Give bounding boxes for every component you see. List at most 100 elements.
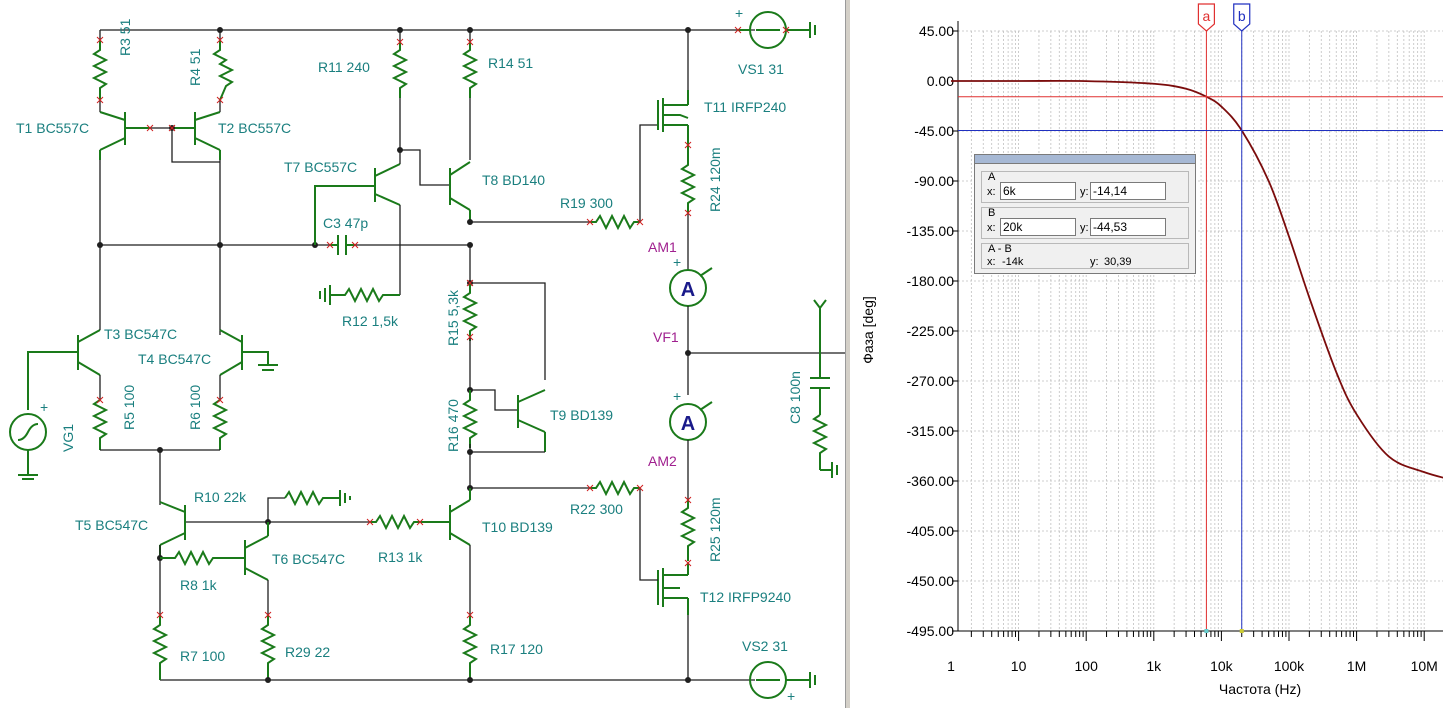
label-t4: T4 BC547C (138, 351, 211, 367)
ground-r12 (319, 285, 331, 305)
vf1-probe (813, 299, 827, 353)
resistor-r11[interactable] (391, 42, 409, 98)
capacitor-c8[interactable] (810, 353, 830, 415)
y-tick-label: -405.00 (907, 523, 955, 539)
transistor-t1[interactable] (99, 111, 150, 160)
readout-group-ab-title: A - B (988, 243, 1012, 255)
plus-vg1: + (40, 399, 48, 415)
resistor-r24[interactable] (679, 145, 697, 213)
y-tick-label: -450.00 (907, 573, 955, 589)
cursor-b-label: b (1238, 8, 1246, 24)
label-r19: R19 300 (560, 195, 613, 211)
transistor-t8[interactable] (449, 161, 471, 222)
plus-am2: + (673, 388, 681, 404)
cursor-a-handle (1197, 3, 1215, 32)
circuit-schematic[interactable]: A A (0, 0, 845, 708)
phase-plot[interactable]: 45.000.00-45.00-90.00-135.00-180.00-225.… (851, 0, 1443, 708)
label-am2: AM2 (648, 453, 677, 469)
x-tick-label: 100k (1274, 658, 1305, 674)
transistor-t2[interactable] (172, 111, 221, 160)
readout-group-a: A x: 6k y: -14,14 (981, 171, 1189, 203)
readout-group-b-title: B (988, 207, 996, 219)
readout-group-a-title: A (988, 171, 996, 183)
capacitor-c3[interactable] (330, 235, 355, 255)
resistor-r10[interactable] (284, 489, 340, 507)
label-t6: T6 BC547C (272, 551, 345, 567)
resistor-r5[interactable] (91, 399, 109, 450)
ammeter-am1[interactable]: A (669, 267, 713, 307)
mosfet-t12[interactable] (657, 563, 689, 615)
cursor-readout-panel[interactable]: A x: 6k y: -14,14 B x: 20k y: -44,53 A -… (974, 154, 1196, 274)
plus-am1: + (673, 254, 681, 270)
label-r25: R25 120m (707, 497, 723, 562)
cursor-b-axis-marker (1239, 629, 1244, 633)
ammeter-am2[interactable]: A (669, 401, 713, 441)
resistor-r29[interactable] (259, 615, 277, 680)
label-r13: R13 1k (378, 549, 423, 565)
label-r8: R8 1k (180, 577, 218, 593)
delta-x-value: -14k (1002, 256, 1024, 268)
voltage-source-vs1[interactable] (738, 11, 816, 49)
resistor-r13[interactable] (370, 513, 450, 531)
label-t8: T8 BD140 (482, 172, 545, 188)
resistor-r7[interactable] (151, 615, 169, 680)
resistor-r16[interactable] (461, 390, 479, 448)
signal-generator-vg1[interactable] (9, 413, 47, 480)
cursor-a-x-field[interactable]: 6k (1000, 182, 1076, 200)
resistor-r6[interactable] (211, 399, 229, 450)
label-r15: R15 5,3k (445, 289, 461, 346)
splitter[interactable] (845, 0, 851, 708)
label-r4: R4 51 (187, 48, 203, 86)
resistor-r8[interactable] (160, 549, 245, 567)
transistor-t9[interactable] (517, 389, 546, 452)
label-t5: T5 BC547C (75, 517, 148, 533)
label-am1: AM1 (648, 239, 677, 255)
resistor-r14[interactable] (461, 42, 479, 98)
transistor-t10[interactable] (449, 488, 471, 546)
transistor-t5[interactable] (159, 501, 186, 558)
cursor-a-label: a (1203, 8, 1211, 24)
transistor-t4[interactable] (219, 329, 278, 376)
y-tick-label: -135.00 (907, 223, 955, 239)
cursor-b-x-field[interactable]: 20k (1000, 218, 1076, 236)
resistor-r25[interactable] (679, 500, 697, 561)
y-tick-label: 45.00 (919, 23, 954, 39)
transistor-t6[interactable] (244, 522, 269, 581)
label-vs2: VS2 31 (742, 638, 788, 654)
cursor-a-y-field[interactable]: -14,14 (1090, 182, 1166, 200)
y-tick-labels: 45.000.00-45.00-90.00-135.00-180.00-225.… (907, 23, 955, 639)
resistor-r12[interactable] (330, 286, 400, 304)
transistor-t3[interactable] (27, 329, 101, 410)
label-r5: R5 100 (121, 385, 137, 430)
cursor-b-y-field[interactable]: -44,53 (1090, 218, 1166, 236)
resistor-r3[interactable] (91, 40, 109, 100)
resistor-c8-series[interactable] (811, 414, 829, 470)
x-tick-label: 10M (1411, 658, 1438, 674)
label-r10: R10 22k (194, 489, 247, 505)
label-r14: R14 51 (488, 55, 533, 71)
voltage-source-vs2[interactable] (749, 661, 816, 699)
y-tick-label: -315.00 (907, 423, 955, 439)
resistor-r4[interactable] (212, 40, 235, 101)
label-r22: R22 300 (570, 501, 623, 517)
resistor-r22[interactable] (590, 479, 640, 497)
label-t12: T12 IRFP9240 (700, 589, 791, 605)
label-t3: T3 BC547C (104, 326, 177, 342)
resistor-r15[interactable] (461, 283, 479, 341)
label-vf1: VF1 (653, 329, 679, 345)
transistor-t7[interactable] (314, 163, 401, 245)
cursor-a-axis-marker (1204, 629, 1209, 633)
label-r17: R17 120 (490, 641, 543, 657)
readout-title-bar[interactable] (975, 155, 1195, 164)
phase-curve (950, 79, 1443, 479)
y-tick-label: -225.00 (907, 323, 955, 339)
resistor-r17[interactable] (461, 615, 479, 680)
resistor-r19[interactable] (590, 213, 640, 231)
x-tick-label: 10k (1210, 658, 1234, 674)
mosfet-t11[interactable] (657, 90, 689, 145)
label-r16: R16 470 (445, 399, 461, 452)
y-tick-label: -495.00 (907, 623, 955, 639)
label-r7: R7 100 (180, 648, 225, 664)
y-tick-label: -45.00 (914, 123, 954, 139)
